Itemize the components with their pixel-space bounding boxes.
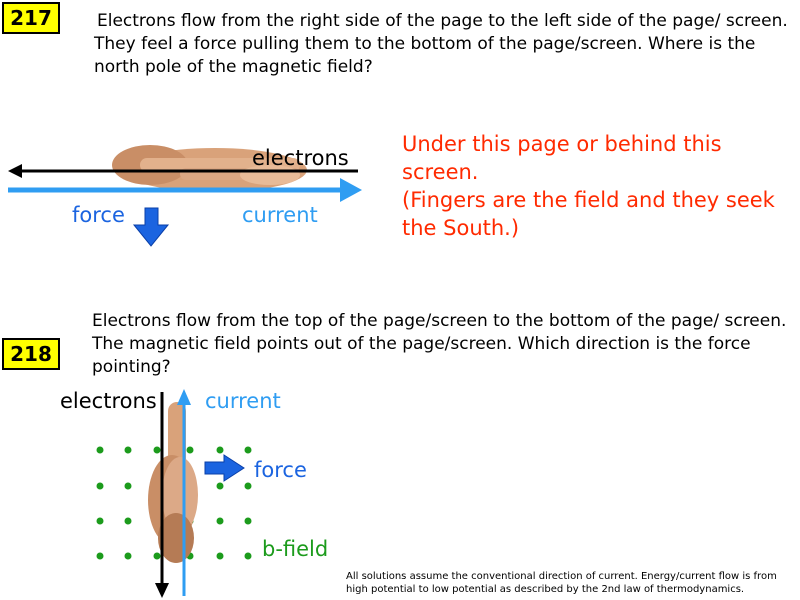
force-arrow-217 [132,207,170,247]
current-label-217: current [242,203,318,227]
footnote: All solutions assume the conventional di… [346,571,777,595]
b-field-label: b-field [262,537,329,561]
answer-line-1: Under this page or behind this screen. [402,132,722,184]
hand-image-218 [148,402,198,563]
problem-number-badge: 218 [2,338,60,370]
force-label-217: force [72,203,125,227]
answer-line-2: (Fingers are the field and they seek the… [402,188,775,240]
problem-217-question: Electrons flow from the right side of th… [94,11,788,77]
force-arrow-218 [204,454,245,482]
answer-217: Under this page or behind this screen. (… [402,130,782,242]
force-label-218: force [254,458,307,482]
electrons-label-217: electrons [252,146,349,170]
problem-number-badge: 217 [2,2,60,34]
problem-218-question: Electrons flow from the top of the page/… [92,311,787,377]
electrons-label-218: electrons [60,389,157,413]
current-label-218: current [205,389,281,413]
